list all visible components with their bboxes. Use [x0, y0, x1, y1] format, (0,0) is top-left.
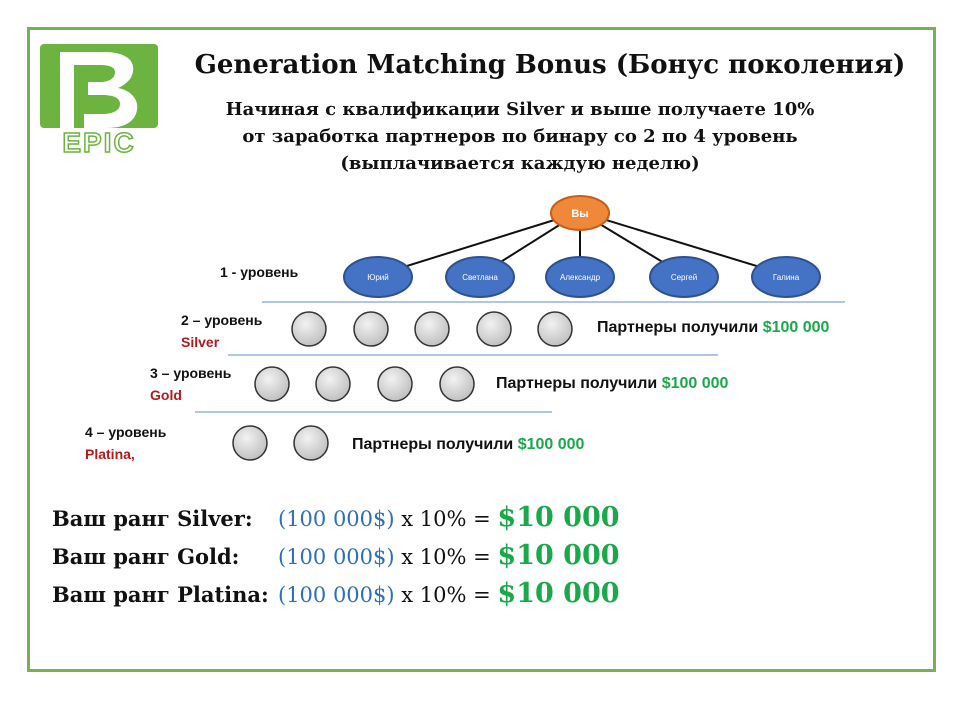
level-rank: Gold — [150, 387, 182, 403]
calc-op: x 10% = — [394, 583, 498, 607]
level-rank: Silver — [181, 334, 220, 350]
calc-formula: (100 000$) — [278, 583, 395, 607]
level-1-label: 1 - уровень — [220, 264, 299, 280]
calc-row-platina: Ваш ранг Platina: (100 000$) x 10% = $10 … — [52, 578, 620, 609]
level-name: 3 – уровень — [150, 365, 232, 381]
page-title: Generation Matching Bonus (Бонус поколен… — [194, 50, 906, 80]
level-name: 4 – уровень — [85, 424, 167, 440]
subtitle-line: от заработка партнеров по бинару со 2 по… — [242, 126, 798, 147]
slide-frame — [27, 27, 936, 672]
calc-rank: Ваш ранг Silver: — [52, 506, 253, 531]
subtitle-line: (выплачивается каждую неделю) — [340, 153, 700, 174]
calc-rank: Ваш ранг Gold: — [52, 544, 240, 569]
logo-text: EPIC — [62, 127, 135, 156]
subtitle-line: Начиная с квалификации Silver и выше пол… — [225, 99, 815, 120]
level-2-label: 2 – уровень Silver — [181, 309, 262, 353]
earnings-text: Партнеры получили — [352, 436, 518, 453]
calc-result: $10 000 — [497, 578, 620, 609]
calc-result: $10 000 — [497, 502, 620, 533]
level-3-label: 3 – уровень Gold — [150, 362, 231, 406]
subtitle: Начиная с квалификации Silver и выше пол… — [170, 96, 870, 177]
level-3-earnings: Партнеры получили $100 000 — [496, 375, 728, 393]
calc-formula: (100 000$) — [278, 507, 395, 531]
calc-rank: Ваш ранг Platina: — [52, 582, 269, 607]
earnings-amount: $100 000 — [517, 436, 585, 453]
calc-result: $10 000 — [497, 540, 620, 571]
calc-row-gold: Ваш ранг Gold: (100 000$) x 10% = $10 000 — [52, 540, 620, 571]
bepic-logo: EPIC — [40, 44, 158, 156]
level-name: 2 – уровень — [181, 312, 263, 328]
earnings-text: Партнеры получили — [597, 319, 763, 336]
level-rank: Platina, — [85, 446, 135, 462]
calc-op: x 10% = — [394, 507, 498, 531]
level-4-label: 4 – уровень Platina, — [85, 421, 166, 465]
calc-row-silver: Ваш ранг Silver: (100 000$) x 10% = $10 0… — [52, 502, 620, 533]
calc-op: x 10% = — [394, 545, 498, 569]
earnings-amount: $100 000 — [762, 319, 830, 336]
earnings-amount: $100 000 — [661, 375, 729, 392]
level-2-earnings: Партнеры получили $100 000 — [597, 319, 829, 337]
level-4-earnings: Партнеры получили $100 000 — [352, 436, 584, 454]
calc-formula: (100 000$) — [278, 545, 395, 569]
earnings-text: Партнеры получили — [496, 375, 662, 392]
